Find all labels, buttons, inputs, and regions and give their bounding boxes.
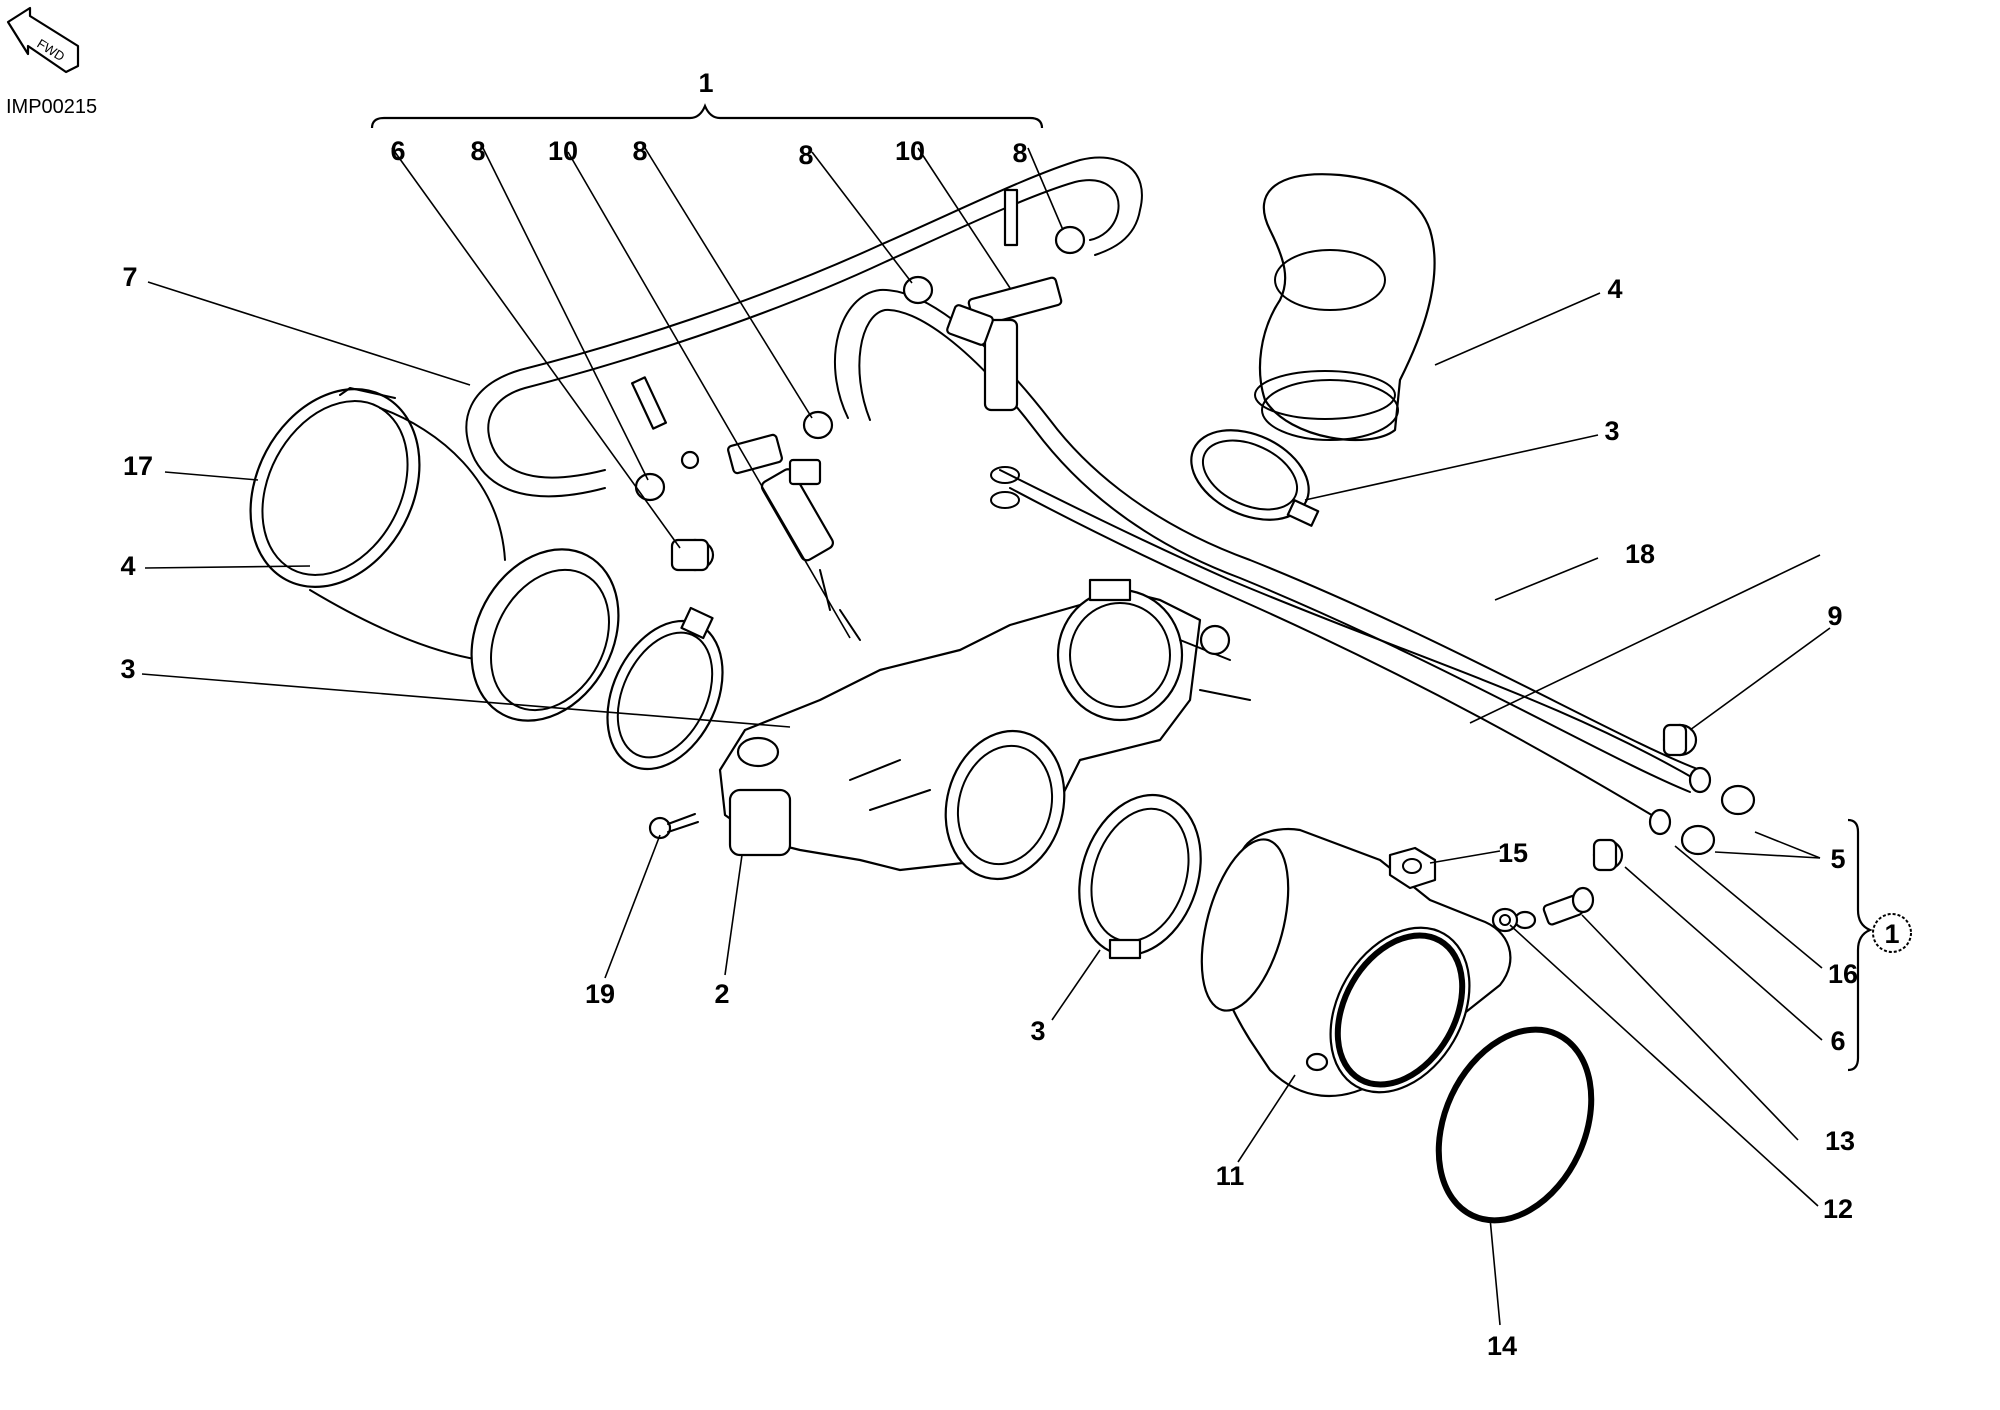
group-brace-top [370,103,1044,129]
callout-6-top: 6 [390,136,405,166]
o-ring [1435,1026,1595,1224]
leader-lines [141,147,1831,1326]
hose-clamp-upper-right [1190,429,1320,527]
callout-2: 2 [714,979,729,1009]
callout-17: 17 [123,451,153,481]
intake-boot-right [1254,173,1436,442]
hose-sleeve-6-upper [670,538,715,572]
fwd-arrow-icon: FWD [6,6,80,74]
nut-15 [1388,846,1437,890]
hose-clip-8-c [902,275,934,305]
hose-sleeve-6-lower [1592,838,1624,872]
svg-text:1: 1 [1884,919,1899,949]
hose-clamp-lower [1078,793,1202,960]
callout-3-lower: 3 [1030,1016,1045,1046]
callout-18: 18 [1625,539,1655,569]
group-callout: 1 [698,68,713,98]
hose-clip-5-lower [1680,824,1716,856]
callout-4-left: 4 [120,551,135,581]
injector-right [946,188,1063,509]
callout-10-left: 10 [548,136,578,166]
intake-boot-left [249,387,620,722]
reference-code: IMP00215 [6,96,97,118]
injector-left [630,376,861,641]
callout-19: 19 [585,979,615,1009]
hose-clip-8-b [802,410,834,440]
callout-5: 5 [1830,844,1845,874]
intake-manifold [1200,827,1537,1098]
callout-14: 14 [1487,1331,1517,1361]
callout-15: 15 [1498,838,1528,868]
callout-16: 16 [1828,959,1858,989]
callout-8-d: 8 [1012,138,1027,168]
callout-8-b: 8 [632,136,647,166]
callout-7: 7 [122,262,137,292]
fuel-hose [465,156,1143,498]
callout-6-right: 6 [1830,1026,1845,1056]
screw-19 [648,813,699,840]
callout-11: 11 [1216,1161,1245,1191]
callout-8-c: 8 [798,140,813,170]
callout-3-upper-right: 3 [1604,416,1619,446]
group-brace-right [1847,818,1873,1072]
hose-clip-8-d [1054,225,1086,255]
callout-10-right: 10 [895,136,925,166]
hose-clip-5-upper [1720,784,1756,816]
bolt-13 [1542,886,1595,926]
throttle-body [718,578,1251,881]
hose-sleeve-9 [1662,723,1698,757]
callout-9: 9 [1827,601,1842,631]
vent-hose [834,288,1712,836]
hose-clamp-left [606,606,724,771]
callout-8-a: 8 [470,136,485,166]
callout-4-right: 4 [1607,274,1622,304]
callout-3-left: 3 [120,654,135,684]
callout-12: 12 [1823,1194,1853,1224]
callout-13: 13 [1825,1126,1855,1156]
hose-clip-8-a [634,472,666,502]
group-reference-circle: 1 [1872,913,1912,953]
